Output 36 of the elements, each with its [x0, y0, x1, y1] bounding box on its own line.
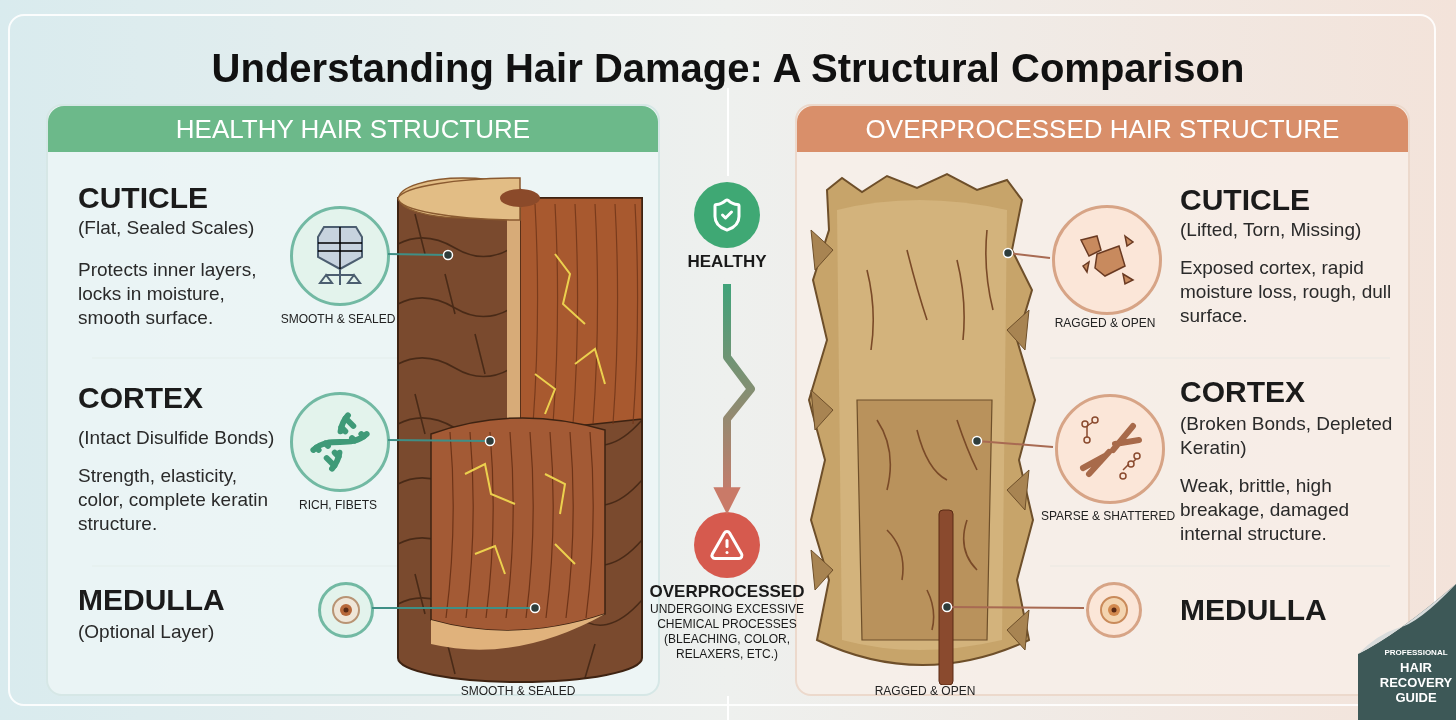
section-heading: CUTICLE [1180, 182, 1311, 218]
layer-caption: RAGGED & OPEN [1054, 316, 1156, 330]
panel-header: OVERPROCESSED HAIR STRUCTURE [797, 106, 1408, 152]
leader-line [971, 435, 1054, 448]
section-description: Strength, elasticity, color, complete keratin structure. [78, 464, 270, 536]
section-description: Protects inner layers, locks in moisture, smooth surface. [78, 258, 258, 330]
section-subtitle: (Intact Disulfide Bonds) [78, 426, 276, 450]
status-label: OVERPROCESSED [649, 582, 805, 602]
leader-line [941, 601, 1085, 613]
leader-line [387, 249, 454, 261]
flow-arrow [713, 284, 755, 515]
section-subtitle: (Broken Bonds, Depleted Keratin) [1180, 412, 1394, 460]
status-label: HEALTHY [687, 252, 767, 272]
section-heading: CORTEX [78, 380, 204, 416]
section-heading: CORTEX [1180, 374, 1306, 410]
leader-line [387, 435, 496, 447]
leader-line [1002, 247, 1051, 259]
section-heading: MEDULLA [1180, 592, 1328, 628]
layer-caption: SMOOTH & SEALED [460, 684, 576, 698]
status-description: UNDERGOING EXCESSIVE CHEMICAL PROCESSES (BLEACHING, COLOR, RELAXERS, ETC.) [649, 602, 805, 662]
layer-caption: SPARSE & SHATTERED [1040, 509, 1176, 523]
leader-line [371, 602, 541, 614]
section-heading: MEDULLA [78, 582, 226, 618]
section-heading: CUTICLE [78, 180, 209, 216]
badge-text: PROFESSIONAL [1383, 648, 1449, 658]
section-subtitle: (Flat, Sealed Scales) [78, 216, 256, 240]
section-description: Weak, brittle, high breakage, damaged internal structure. [1180, 474, 1350, 546]
section-subtitle: (Optional Layer) [78, 620, 216, 644]
layer-caption: SMOOTH & SEALED [280, 312, 396, 326]
panel-header: HEALTHY HAIR STRUCTURE [48, 106, 658, 152]
section-description: Exposed cortex, rapid moisture loss, rough, dull surface. [1180, 256, 1393, 328]
layer-caption: RAGGED & OPEN [874, 684, 976, 698]
layer-caption: RICH, FIBETS [299, 498, 377, 512]
badge-title: HAIR RECOVERY GUIDE [1378, 660, 1454, 705]
section-subtitle: (Lifted, Torn, Missing) [1180, 218, 1363, 242]
diagram-title: Understanding Hair Damage: A Structural Comparison [210, 45, 1246, 92]
